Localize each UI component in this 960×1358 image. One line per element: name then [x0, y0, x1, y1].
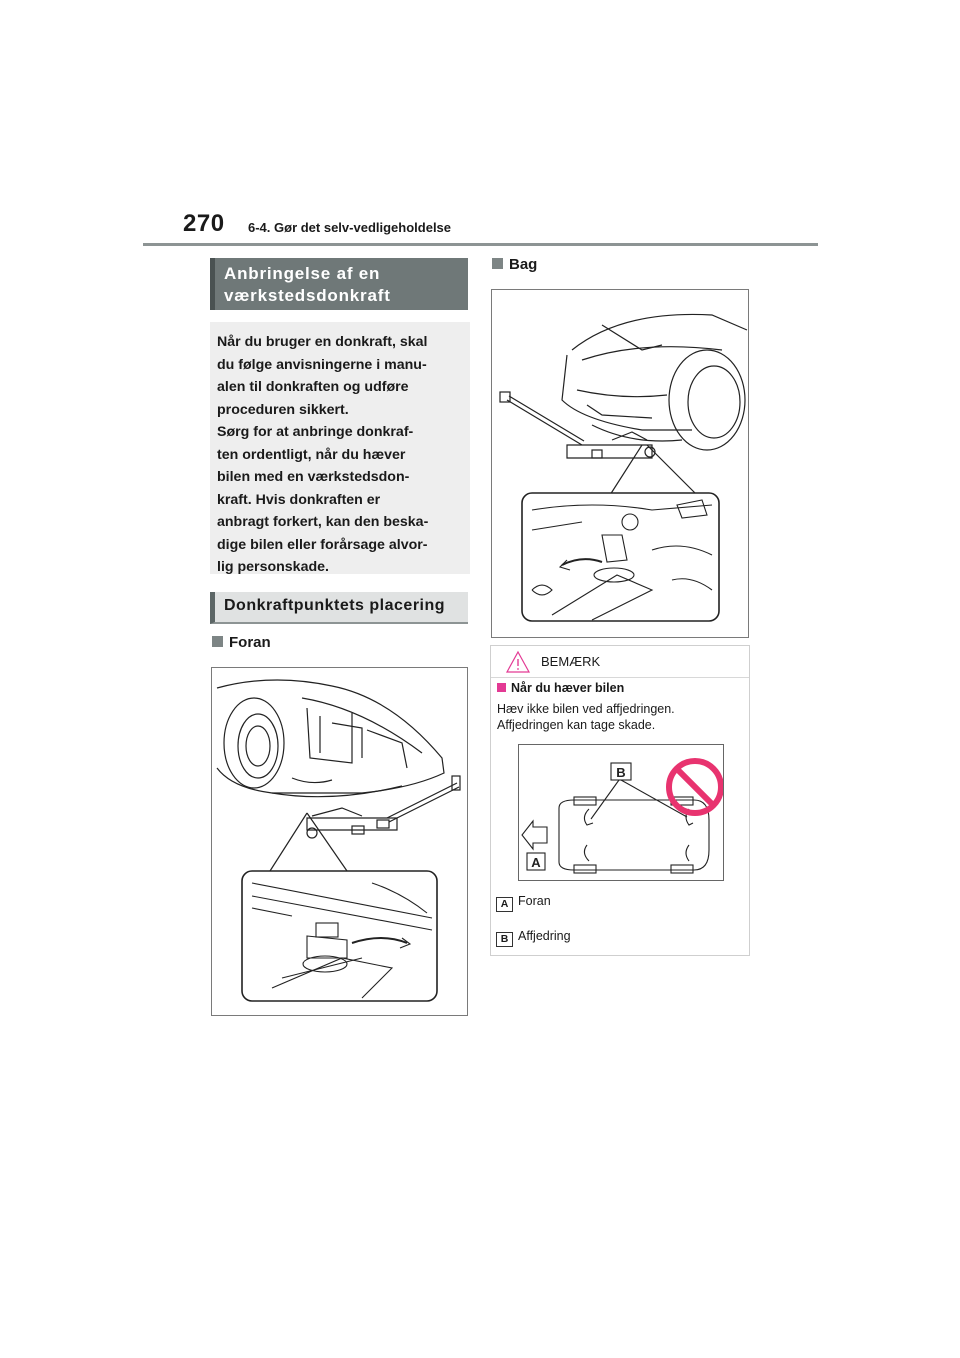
rear-jack-drawing: [499, 313, 748, 622]
section-heading-text: Anbringelse af en værkstedsdonkraft: [224, 264, 391, 305]
header-divider: [143, 243, 818, 246]
svg-text:A: A: [531, 855, 541, 870]
notice-title: BEMÆRK: [541, 654, 601, 669]
caution-text: Når du bruger en donkraft, skal du følge…: [217, 334, 429, 575]
warning-triangle-icon: [505, 650, 531, 673]
caution-box: Når du bruger en donkraft, skal du følge…: [210, 322, 470, 575]
bullet-square-icon: [492, 258, 503, 269]
bullet-square-icon: [212, 636, 223, 647]
notice-header: BEMÆRK: [491, 646, 749, 678]
front-jack-drawing: [216, 679, 461, 1002]
notice-text: Hæv ikke bilen ved affjedringen. Affjedr…: [497, 702, 675, 732]
suspension-drawing: A B: [521, 758, 724, 874]
bullet-square-icon: [497, 683, 506, 692]
svg-text:B: B: [616, 765, 625, 780]
legend-key-a: A: [496, 897, 513, 912]
front-jack-illustration: [211, 667, 468, 1016]
chapter-title: 6-4. Gør det selv-vedligeholdelse: [248, 220, 452, 235]
suspension-diagram: A B: [518, 744, 724, 881]
subsection-heading-text: Donkraftpunktets placering: [224, 597, 446, 614]
legend-key-b: B: [496, 932, 513, 947]
rear-label: Bag: [492, 256, 537, 273]
section-heading: Anbringelse af en værkstedsdonkraft: [210, 258, 468, 310]
subsection-heading: Donkraftpunktets placering: [210, 592, 468, 624]
front-label: Foran: [212, 634, 271, 651]
notice-subtitle: Når du hæver bilen: [497, 681, 624, 695]
page-number: 270: [183, 210, 225, 237]
rear-jack-illustration: [491, 289, 749, 638]
notice-box: BEMÆRK Når du hæver bilen Hæv ikke bilen…: [490, 645, 750, 956]
